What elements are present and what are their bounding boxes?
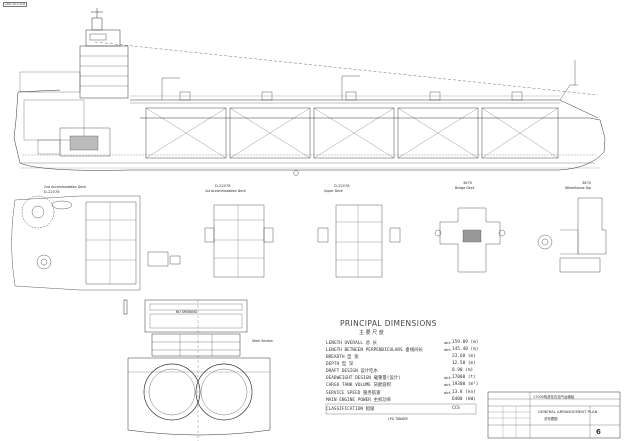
title-block <box>325 391 621 439</box>
class-note: LPG TANKER <box>388 417 408 421</box>
section-note: Steel Section <box>252 339 273 343</box>
ship-profile <box>13 8 606 176</box>
deck-elevation: D-22078 <box>215 184 231 188</box>
dimension-row: DEADWEIGHT DESIGN 载重量(设计)abt.17000 (t) <box>326 375 476 381</box>
deck-label: Wheelhouse Top <box>565 186 591 190</box>
deck-elevation: 3870 <box>463 181 473 185</box>
project-name: 17000吨液化石油气运输船 <box>533 395 575 399</box>
deck-label: 1st Accommodation Deck <box>205 189 246 193</box>
deck-elevation: 3870 <box>582 181 592 185</box>
deck-plans <box>11 195 607 291</box>
deck-label: 2nd Accommodation Deck <box>44 185 86 189</box>
sheet-number: 6 <box>596 428 601 436</box>
corner-tag: LNG-001-SCB <box>3 2 28 7</box>
drawing-title-cn: 总布置图 <box>544 417 558 421</box>
midship-section <box>123 299 271 441</box>
principal-dimensions-title-cn: 主 要 尺 度 <box>359 330 384 336</box>
deck-elevation: D-22078 <box>334 184 350 188</box>
no-smoking-sign: NO SMOKING <box>176 310 198 314</box>
deck-label: Upper Deck <box>324 189 343 193</box>
principal-dimensions-title: PRINCIPAL DIMENSIONS <box>340 319 437 328</box>
deck-label: Bridge Deck <box>455 186 475 190</box>
deck-elevation: D-22078 <box>44 190 60 194</box>
drawing-title: GENERAL ARRANGEMENT PLAN <box>538 409 598 414</box>
